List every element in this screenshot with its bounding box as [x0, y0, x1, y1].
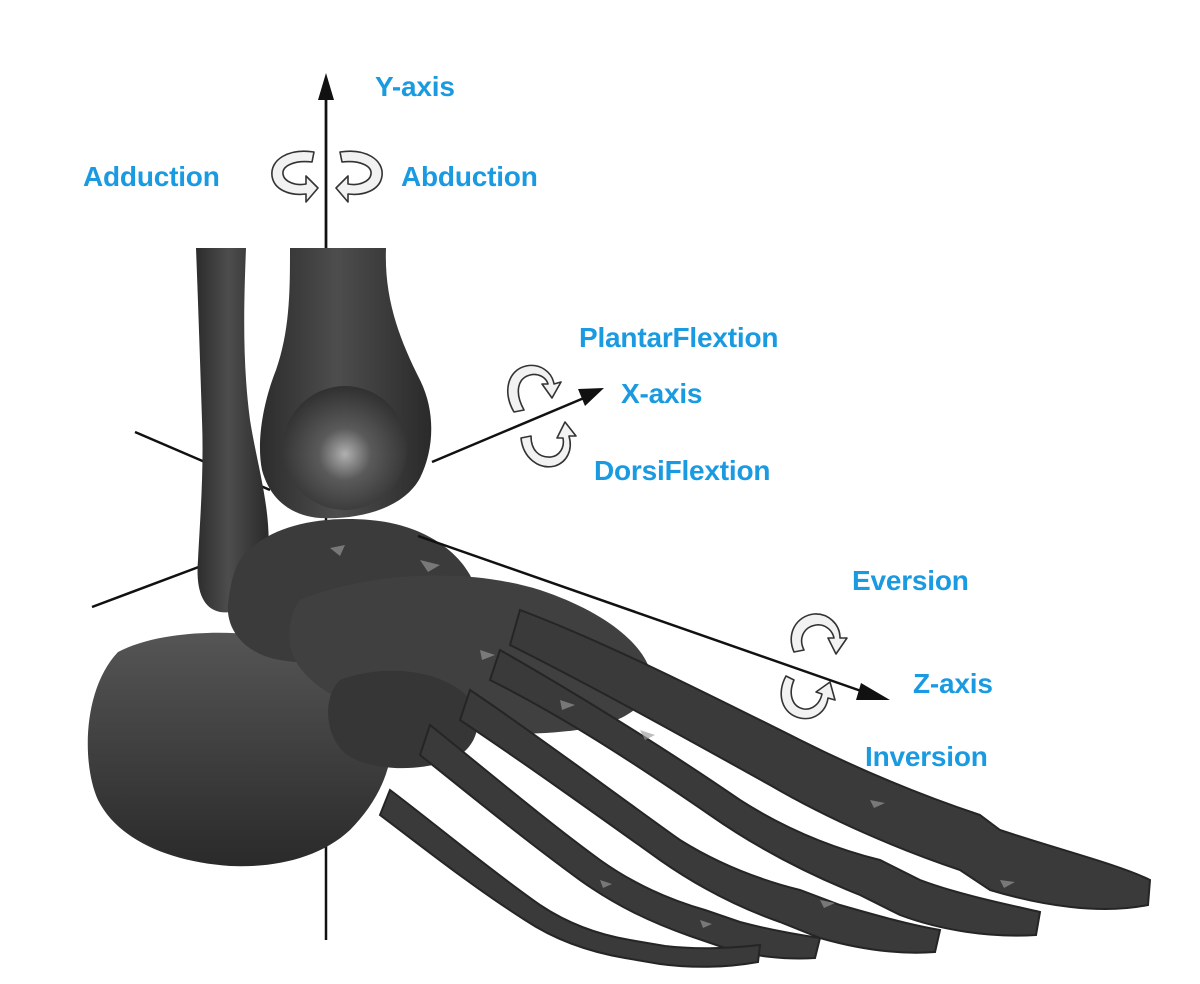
eversion-rotation-icon: [790, 613, 848, 655]
adduction-label: Adduction: [83, 161, 220, 192]
abduction-label: Abduction: [401, 161, 538, 192]
ray-1: [508, 608, 1152, 910]
plantarflexion-rotation-icon: [506, 364, 562, 413]
inversion-rotation-icon: [780, 675, 836, 720]
bone-highlights: [330, 545, 1015, 928]
plantar-flexion-label: PlantarFlextion: [579, 322, 779, 353]
ray-5: [378, 788, 762, 968]
ray-2: [488, 648, 1042, 937]
z-axis-arrowhead-icon: [856, 683, 890, 700]
metatarsal-rays: [378, 608, 1152, 968]
ray-3: [458, 688, 942, 954]
fibula-bone: [196, 248, 269, 613]
z-axis-label: Z-axis: [913, 668, 993, 699]
talus-dome: [283, 386, 407, 510]
y-axis-label: Y-axis: [375, 71, 455, 102]
y-axis-arrowhead-icon: [318, 73, 334, 100]
abduction-rotation-icon: [335, 150, 383, 203]
calcaneus-bone: [87, 632, 392, 867]
x-axis-label: X-axis: [621, 378, 703, 409]
ray-4: [418, 723, 822, 960]
rotation-arrows: [271, 150, 848, 720]
x-axis-line: [431, 396, 585, 464]
eversion-label: Eversion: [852, 565, 969, 596]
dorsiflexion-rotation-icon: [520, 421, 577, 468]
z-axis-line: [417, 534, 865, 694]
adduction-rotation-icon: [271, 150, 319, 203]
inversion-label: Inversion: [865, 741, 988, 772]
axis-arrows: [318, 73, 890, 700]
x-axis-arrowhead-icon: [578, 388, 604, 406]
foot-bones: [87, 248, 1152, 968]
dorsi-flexion-label: DorsiFlextion: [594, 455, 771, 486]
